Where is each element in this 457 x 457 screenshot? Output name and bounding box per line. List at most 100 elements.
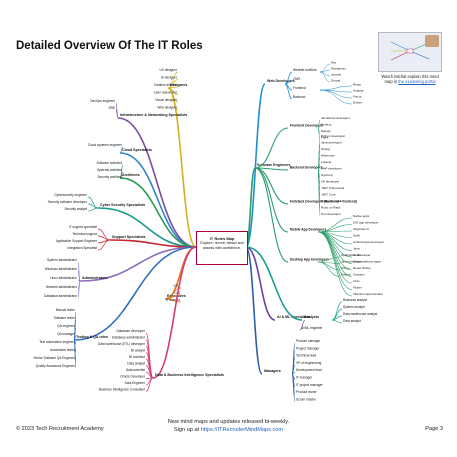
branch-infra-leaf-line bbox=[115, 109, 119, 119]
video-thumbnail[interactable] bbox=[378, 32, 442, 72]
software-leaf-ios-app-developer: iOS app developer bbox=[353, 221, 379, 225]
web-leaf-wordpress: Wordpress bbox=[331, 67, 346, 71]
branch-cloud-leaf-line bbox=[119, 146, 124, 154]
web-sub-cms: CMS bbox=[293, 77, 300, 81]
branch-cyber-leaf-security-software-developer: Security software developer bbox=[48, 200, 88, 204]
copyright: © 2023 Tech Recruitment Academy bbox=[16, 426, 104, 432]
software-leaf-python: Python bbox=[341, 273, 351, 277]
branch-designers-leaf-line bbox=[167, 87, 179, 110]
web-leaf-ember: Ember bbox=[353, 101, 362, 105]
branch-managers-leaf-product-owner: Product owner bbox=[296, 390, 317, 394]
branch-admins-leaf-database-administrator: Database administrator bbox=[44, 294, 78, 298]
branch-testing-leaf-software-tester: Software tester bbox=[54, 316, 76, 320]
branch-support-leaf-integration-specialist: Integration Specialist bbox=[67, 246, 97, 250]
web-leaf-line bbox=[319, 71, 331, 83]
branch-testing-leaf-test-automation-engineer: Test automation engineer bbox=[39, 340, 76, 344]
branch-data-leaf-data-engineer: Data Engineer bbox=[125, 381, 146, 385]
software-sub-backend-developers-line bbox=[254, 167, 289, 171]
software-leaf-net-framework: .NET Framework bbox=[321, 186, 345, 190]
branch-cyber-label: Cyber Security Specialists bbox=[100, 203, 145, 207]
web-leaf-wix: Wix bbox=[331, 61, 337, 65]
branch-managers-leaf-scrum-master: Scrum master bbox=[296, 397, 317, 401]
web-leaf-react: React bbox=[353, 83, 361, 87]
branch-architects-label: Architects bbox=[122, 173, 140, 177]
branch-web-label: Web Developers bbox=[267, 79, 295, 83]
branch-cyber-trunk bbox=[97, 207, 197, 248]
branch-admins-leaf-windows-administrator: Windows administrator bbox=[45, 267, 78, 271]
branch-analysts-leaf-system-analyst: System analyst bbox=[343, 305, 365, 309]
branch-data-leaf-line bbox=[145, 377, 154, 392]
branch-admins-leaf-system-administrator: System administrator bbox=[47, 258, 78, 262]
software-leaf-line bbox=[317, 169, 321, 217]
branch-managers-leaf-line bbox=[291, 373, 296, 402]
branch-admins-leaf-network-administrator: Network administrator bbox=[46, 285, 78, 289]
branch-admins-leaf-linux-administrator: Linux administrator bbox=[50, 276, 78, 280]
branch-analysts-leaf-business-analyst: Business analyst bbox=[343, 298, 367, 302]
web-leaf-line bbox=[319, 89, 353, 105]
branch-admins-trunk bbox=[79, 246, 197, 282]
branch-ai-leaf-line bbox=[299, 319, 306, 331]
branch-testing-leaf-quality-assurance-engineer: Quality Assurance Engineer bbox=[36, 364, 76, 368]
footer-signup-text: Sign up at bbox=[173, 426, 200, 433]
branch-designers-leaf-creative-director: Creative director bbox=[154, 83, 178, 87]
software-leaf-flask: Flask bbox=[321, 136, 329, 140]
software-leaf-django: Django bbox=[321, 129, 331, 133]
mini-map-icon bbox=[390, 41, 430, 61]
web-sub-line bbox=[284, 83, 293, 100]
software-leaf-python-developer: Python developer bbox=[321, 134, 345, 138]
branch-architects-leaf-software-architect: Software architect bbox=[96, 161, 122, 165]
software-leaf-laravel: Laravel bbox=[321, 160, 331, 164]
branch-data-leaf-line bbox=[145, 345, 154, 379]
promo-line-2: map in bbox=[384, 79, 398, 85]
branch-data-leaf-data-warehouse-etl-developer: Data warehouse (ETL) developer bbox=[98, 342, 146, 346]
branch-testing-label: Testing & QA roles bbox=[76, 335, 108, 339]
branch-executives-leaf-cto: CTO bbox=[173, 284, 180, 288]
software-sub-backend-developers-label: Backend Developers bbox=[290, 166, 323, 170]
software-leaf-spring: Spring bbox=[321, 147, 330, 151]
branch-architects-trunk bbox=[119, 177, 197, 248]
branch-analysts-leaf-data-warehouse-analyst: Data warehouse analyst bbox=[343, 312, 377, 316]
branch-support-leaf-technical-support: Technical support bbox=[72, 232, 97, 236]
branch-data-trunk bbox=[152, 246, 197, 379]
presenter-avatar bbox=[425, 35, 439, 47]
software-leaf-perl-developer: Perl developer bbox=[321, 212, 341, 216]
signup-link[interactable]: https://ITRecruiterMindMaps.com bbox=[200, 426, 284, 433]
software-sub-fullstack-developers-backend-frontend-label: Fullstack Developers (Backend + frontend… bbox=[290, 200, 357, 204]
software-leaf-ionic: Ionic bbox=[353, 279, 360, 283]
branch-testing-leaf-qa-engineer: QA engineer bbox=[57, 324, 76, 328]
promo-line-1: Watch Michal explain this mind bbox=[381, 74, 439, 79]
center-node-title: IT Roles Map bbox=[209, 236, 235, 241]
software-leaf-xamarin: Xamarin bbox=[353, 273, 365, 277]
branch-architects-leaf-security-architect: Security architect bbox=[98, 175, 123, 179]
branch-designers-leaf-visual-designer: Visual designer bbox=[155, 98, 178, 102]
web-leaf-line bbox=[319, 85, 353, 91]
software-leaf-kotlin: Kotlin bbox=[353, 253, 361, 257]
software-leaf-application-developer: Application developer bbox=[341, 253, 371, 257]
branch-managers-leaf-project-manager: Project manager bbox=[296, 346, 320, 350]
branch-cloud-leaf-cloud-systems-engineer: Cloud systems engineer bbox=[88, 143, 123, 147]
branch-admins-leaf-line bbox=[77, 280, 81, 299]
software-leaf-flutter: Flutter bbox=[353, 286, 362, 290]
branch-data-leaf-database-developer: Database developer bbox=[116, 329, 145, 333]
center-node: IT Roles Map Explore, recruit, attract a… bbox=[196, 231, 248, 265]
software-leaf-c-c: C/C++ bbox=[341, 266, 350, 270]
software-sub-frontend-developers-label: Frontend Developers bbox=[290, 124, 323, 128]
software-leaf-symfony: Symfony bbox=[321, 173, 333, 177]
software-leaf-net-core: .NET Core bbox=[321, 193, 336, 197]
branch-data-leaf-data-scientist: Data scientist bbox=[126, 368, 145, 372]
branch-designers-label: Designers bbox=[170, 83, 187, 87]
web-leaf-line bbox=[319, 69, 331, 73]
branch-infra-leaf-devops-engineer: DevOps engineer bbox=[90, 99, 116, 103]
branch-support-leaf-it-support-specialist: IT support specialist bbox=[69, 225, 97, 229]
branch-testing-leaf-qa-manager: QA manager bbox=[57, 332, 76, 336]
branch-data-leaf-bi-architect: BI architect bbox=[129, 355, 145, 359]
branch-infra-trunk bbox=[117, 117, 197, 248]
software-leaf-line bbox=[317, 261, 341, 277]
branch-managers-label: Managers bbox=[264, 369, 281, 373]
branch-designers-leaf-web-designer: Web designer bbox=[157, 106, 178, 110]
software-sub-desktop-app-developers-label: Desktop App Developers bbox=[290, 258, 329, 262]
branch-architects-leaf-systems-architect: Systems architect bbox=[97, 168, 122, 172]
elearning-portal-link[interactable]: the eLearning portal bbox=[398, 79, 436, 85]
branch-testing-leaf-senior-software-qa-engineer: Senior Software QA Engineer bbox=[33, 356, 76, 360]
